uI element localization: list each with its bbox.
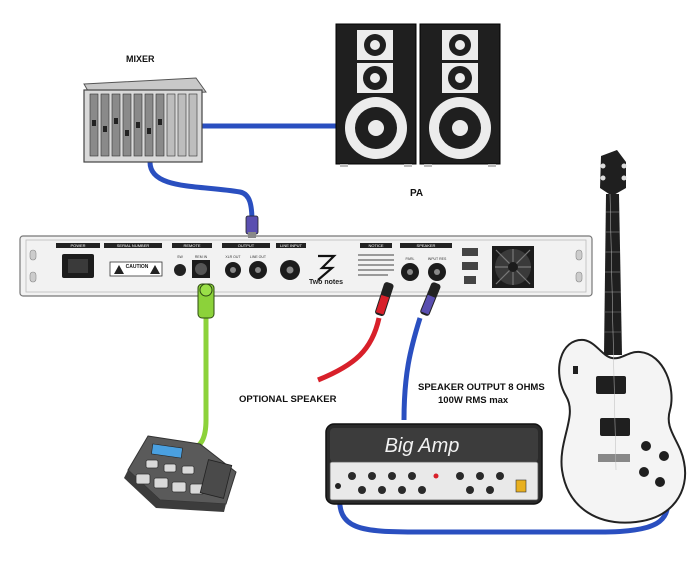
rack-section-speaker: SPEAKER: [417, 243, 436, 248]
pa-speaker-feet: [340, 164, 496, 167]
optional-speaker-label: OPTIONAL SPEAKER: [239, 394, 337, 405]
plug-output-blue: [245, 215, 259, 238]
rack-sub-parl: PARL: [406, 257, 415, 261]
cable-speaker-output-blue: [401, 317, 423, 421]
speaker-output-label-line2: 100W RMS max: [438, 395, 509, 406]
cable-remote-green: [190, 316, 209, 453]
plug-optional-speaker-red: [375, 282, 394, 316]
pa-speaker-right: [419, 23, 501, 165]
rack-sub-rem-in: REM IN: [195, 255, 208, 259]
plug-remote-green: [197, 283, 215, 319]
amp-head: [325, 423, 543, 505]
rack-sub-xlr-out: XLR OUT: [225, 255, 241, 259]
rack-sub-input-res: INPUT RES: [428, 257, 447, 261]
foot-controller-icon: [124, 435, 237, 512]
electric-guitar-icon: [558, 150, 687, 524]
rack-section-serial: SERIAL NUMBER: [117, 243, 150, 248]
pa-label: PA: [410, 188, 424, 199]
amp-logo: Big Amp: [385, 435, 460, 457]
rack-section-output: OUTPUT: [238, 243, 255, 248]
rack-section-notice: NOTICE: [368, 243, 383, 248]
rack-unit: [19, 235, 593, 297]
rack-section-power: POWER: [70, 243, 85, 248]
rack-sub-sw: SW: [177, 255, 183, 259]
rack-section-line-input: LINE INPUT: [280, 243, 303, 248]
pa-speaker-left: [335, 23, 417, 165]
rack-caution-label: CAUTION: [126, 264, 149, 270]
rack-section-remote: REMOTE: [183, 243, 200, 248]
cable-optional-speaker-red: [317, 317, 382, 383]
mixer-label: MIXER: [126, 54, 155, 64]
plug-speaker-output-blue: [420, 282, 441, 316]
rack-brand-logo: Two notes: [309, 279, 343, 286]
cable-mixer-to-output: [147, 161, 255, 223]
rack-brand-mark: [317, 254, 337, 281]
mixer-icon: [83, 77, 207, 163]
rack-sub-line-out: LINE OUT: [250, 255, 267, 259]
speaker-output-label-line1: SPEAKER OUTPUT 8 OHMS: [418, 382, 545, 393]
